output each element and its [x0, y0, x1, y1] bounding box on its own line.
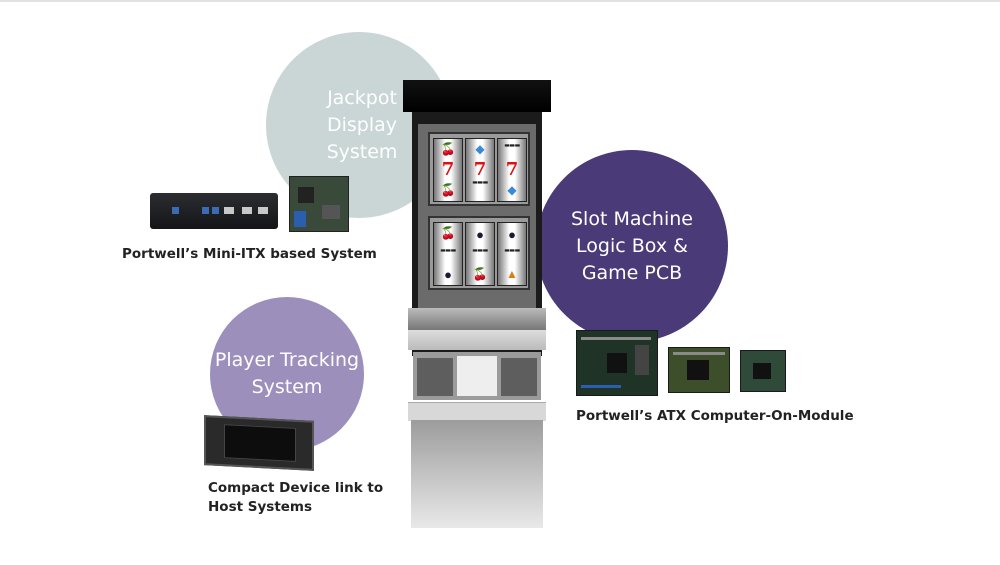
cherry-icon: 🍒	[440, 142, 456, 156]
slot-machine-top	[403, 80, 551, 112]
reel: 🍒 ▬▬▬ ●	[433, 222, 463, 286]
bar-icon: ▬▬▬	[504, 247, 520, 254]
reel: ● ▬▬▬ ▲	[497, 222, 527, 286]
plum-icon: ●	[476, 227, 484, 242]
lower-panel	[413, 352, 541, 400]
tray	[408, 402, 546, 421]
atx-caption: Portwell’s ATX Computer-On-Module	[576, 408, 854, 424]
reel-window-bottom: 🍒 ▬▬▬ ● ● ▬▬▬ 🍒 ● ▬▬▬ ▲	[428, 216, 530, 290]
slot-machine-logic-circle: Slot Machine Logic Box & Game PCB	[536, 150, 728, 342]
bar-icon: ▬▬▬	[472, 179, 488, 186]
diamond-icon: ◆	[507, 183, 517, 197]
bar-icon: ▬▬▬	[504, 142, 520, 149]
cherry-icon: 🍒	[440, 183, 456, 197]
bill-acceptor-panel	[408, 330, 546, 350]
seven-icon: 7	[505, 159, 519, 180]
seven-icon: 7	[473, 159, 487, 180]
jackpot-display-label: Jackpot Display System	[326, 86, 398, 163]
mini-itx-board-image	[289, 176, 349, 232]
player-tracking-label: Player Tracking System	[214, 349, 360, 398]
mini-itx-caption: Portwell’s Mini-ITX based System	[122, 246, 377, 262]
reel: ▬▬▬ 7 ◆	[497, 138, 527, 202]
cherry-icon: 🍒	[440, 226, 456, 240]
reel-window-top: 🍒 7 🍒 ◆ 7 ▬▬▬ ▬▬▬ 7 ◆	[428, 132, 530, 206]
bar-icon: ▬▬▬	[440, 247, 456, 254]
com-express-module-image	[740, 350, 786, 392]
slot-machine-image: 🍒 7 🍒 ◆ 7 ▬▬▬ ▬▬▬ 7 ◆ 🍒 ▬▬▬ ● ●	[403, 80, 551, 528]
top-border	[0, 0, 1000, 2]
reel: ● ▬▬▬ 🍒	[465, 222, 495, 286]
button-deck	[408, 308, 546, 330]
computer-on-module-board-image	[668, 347, 730, 393]
cherry-icon: 🍒	[472, 267, 488, 281]
diamond-icon: ◆	[475, 142, 485, 156]
reel-panel: 🍒 7 🍒 ◆ 7 ▬▬▬ ▬▬▬ 7 ◆ 🍒 ▬▬▬ ● ●	[418, 124, 536, 324]
slot-machine-base	[411, 420, 543, 528]
mini-itx-system-image	[150, 193, 278, 229]
plum-icon: ●	[508, 227, 516, 242]
orange-icon: ▲	[506, 267, 518, 281]
compact-device-image	[204, 415, 314, 471]
reel: ◆ 7 ▬▬▬	[465, 138, 495, 202]
reel: 🍒 7 🍒	[433, 138, 463, 202]
compact-device-caption: Compact Device link to Host Systems	[208, 480, 384, 515]
seven-icon: 7	[441, 159, 455, 180]
bar-icon: ▬▬▬	[472, 247, 488, 254]
atx-board-image	[576, 330, 658, 396]
slot-machine-logic-label: Slot Machine Logic Box & Game PCB	[571, 207, 693, 284]
plum-icon: ●	[444, 267, 452, 282]
